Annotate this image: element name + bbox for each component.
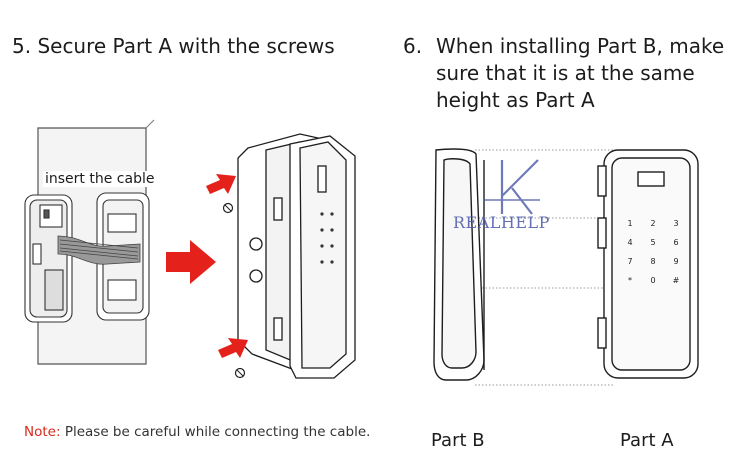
part-a-front-view	[598, 150, 698, 378]
keypad-key: 3	[673, 219, 678, 228]
part-a-label: Part A	[620, 430, 674, 451]
right-arrow-icon	[166, 240, 216, 284]
keypad-key: 9	[673, 257, 678, 266]
keypad-key: 2	[650, 219, 655, 228]
keypad-key: 1	[627, 219, 632, 228]
part-a-side-view	[238, 134, 355, 378]
screw-icon-bottom	[236, 369, 245, 378]
insert-cable-label: insert the cable	[43, 171, 156, 187]
keypad-key: 8	[650, 257, 655, 266]
note-key: Note:	[24, 424, 61, 440]
arrow-icon-bottom	[218, 338, 248, 358]
note-text: Please be careful while connecting the c…	[65, 424, 371, 440]
keypad-key: *	[628, 276, 632, 285]
keypad-key: 4	[627, 238, 632, 247]
note-line: Note: Please be careful while connecting…	[24, 424, 370, 440]
arrow-icon-top	[206, 174, 236, 194]
part-b-label: Part B	[431, 430, 485, 451]
keypad-key: 5	[650, 238, 655, 247]
keypad-key: 6	[673, 238, 678, 247]
realhelp-logo-icon	[484, 160, 540, 214]
screw-icon-top	[224, 204, 233, 213]
keypad-key: 0	[650, 276, 655, 285]
watermark-text: REALHELP	[453, 213, 550, 232]
height-guide-lines	[475, 150, 615, 385]
keypad-key: #	[673, 276, 680, 285]
inner-part-b	[25, 195, 72, 322]
part-b-front-view	[434, 149, 484, 380]
keypad-key: 7	[627, 257, 632, 266]
